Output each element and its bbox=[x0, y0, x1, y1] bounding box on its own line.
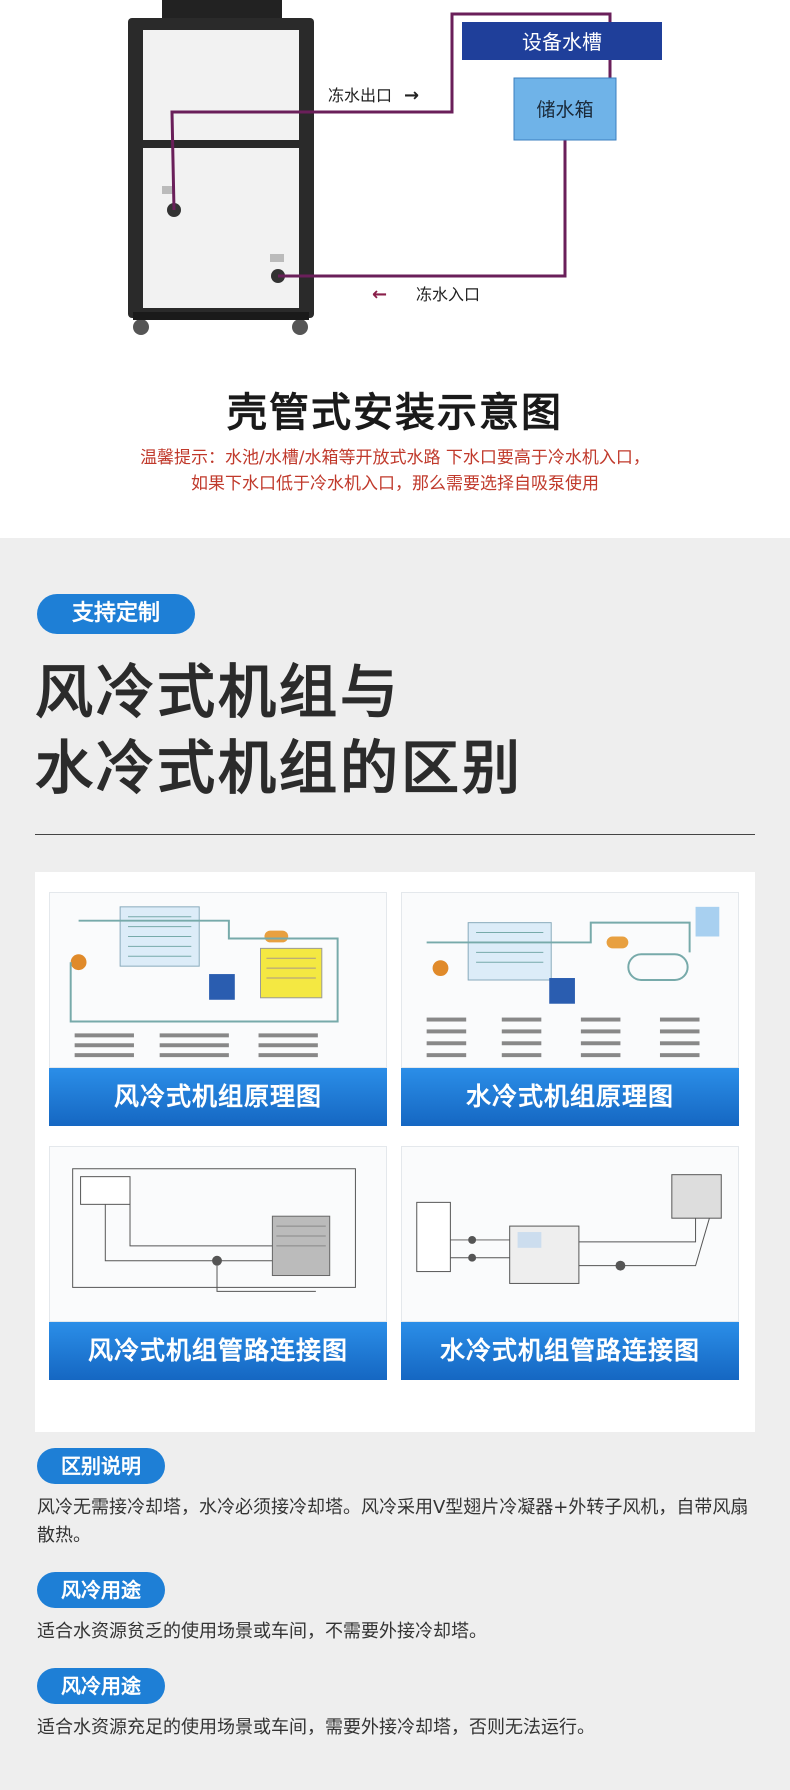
outlet-label: 冻水出口 bbox=[328, 86, 392, 105]
difference-badge: 区别说明 bbox=[37, 1448, 165, 1484]
compare-section: 支持定制 风冷式机组与 水冷式机组的区别 bbox=[0, 538, 790, 1790]
difference-text: 风冷无需接冷却塔，水冷必须接冷却塔。风冷采用V型翅片冷凝器+外转子风机，自带风扇… bbox=[37, 1497, 749, 1546]
equipment-tank-label: 设备水槽 bbox=[522, 30, 602, 54]
divider bbox=[35, 834, 755, 835]
compare-heading-line1: 风冷式机组与 bbox=[35, 658, 402, 726]
water-cooled-use-badge: 风冷用途 bbox=[37, 1668, 165, 1704]
water-cooled-piping-card: 水冷式机组管路连接图 bbox=[401, 1146, 739, 1382]
air-cooled-piping-card: 风冷式机组管路连接图 bbox=[49, 1146, 387, 1382]
install-tip-line1: 温馨提示：水池/水槽/水箱等开放式水路 下水口要高于冷水机入口， bbox=[140, 448, 650, 468]
install-diagram: 设备水槽 储水箱 冻水出口 → ← 冻水入口 bbox=[128, 0, 662, 335]
water-cooled-piping-image bbox=[401, 1146, 739, 1322]
air-cooled-principle-label: 风冷式机组原理图 bbox=[49, 1068, 387, 1126]
equipment-tank bbox=[462, 22, 662, 60]
water-cooled-piping-label: 水冷式机组管路连接图 bbox=[401, 1322, 739, 1380]
air-cooled-use-badge: 风冷用途 bbox=[37, 1572, 165, 1608]
outlet-arrow-icon: → bbox=[404, 85, 419, 106]
compare-heading-line2: 水冷式机组的区别 bbox=[35, 734, 524, 802]
water-cooled-principle-image bbox=[401, 892, 739, 1068]
air-cooled-use-text: 适合水资源贫乏的使用场景或车间，不需要外接冷却塔。 bbox=[37, 1621, 487, 1642]
inlet-label: 冻水入口 bbox=[416, 285, 480, 304]
custom-badge: 支持定制 bbox=[37, 594, 195, 634]
water-cooled-principle-card: 水冷式机组原理图 bbox=[401, 892, 739, 1128]
install-title: 壳管式安装示意图 bbox=[227, 390, 563, 436]
diagram-grid: 风冷式机组原理图 bbox=[35, 872, 755, 1432]
install-tip-line2: 如果下水口低于冷水机入口，那么需要选择自吸泵使用 bbox=[191, 474, 599, 494]
air-cooled-piping-image bbox=[49, 1146, 387, 1322]
storage-box bbox=[513, 77, 617, 141]
water-cooled-principle-label: 水冷式机组原理图 bbox=[401, 1068, 739, 1126]
air-cooled-principle-card: 风冷式机组原理图 bbox=[49, 892, 387, 1128]
storage-box-label: 储水箱 bbox=[536, 99, 593, 121]
air-cooled-piping-label: 风冷式机组管路连接图 bbox=[49, 1322, 387, 1380]
water-cooled-use-text: 适合水资源充足的使用场景或车间，需要外接冷却塔，否则无法运行。 bbox=[37, 1717, 595, 1738]
install-section: 设备水槽 储水箱 冻水出口 → ← 冻水入口 壳管式安装示意图 温馨提示：水池/… bbox=[0, 0, 790, 538]
air-cooled-principle-image bbox=[49, 892, 387, 1068]
inlet-arrow-icon: ← bbox=[372, 284, 387, 305]
chiller-unit bbox=[128, 0, 314, 335]
